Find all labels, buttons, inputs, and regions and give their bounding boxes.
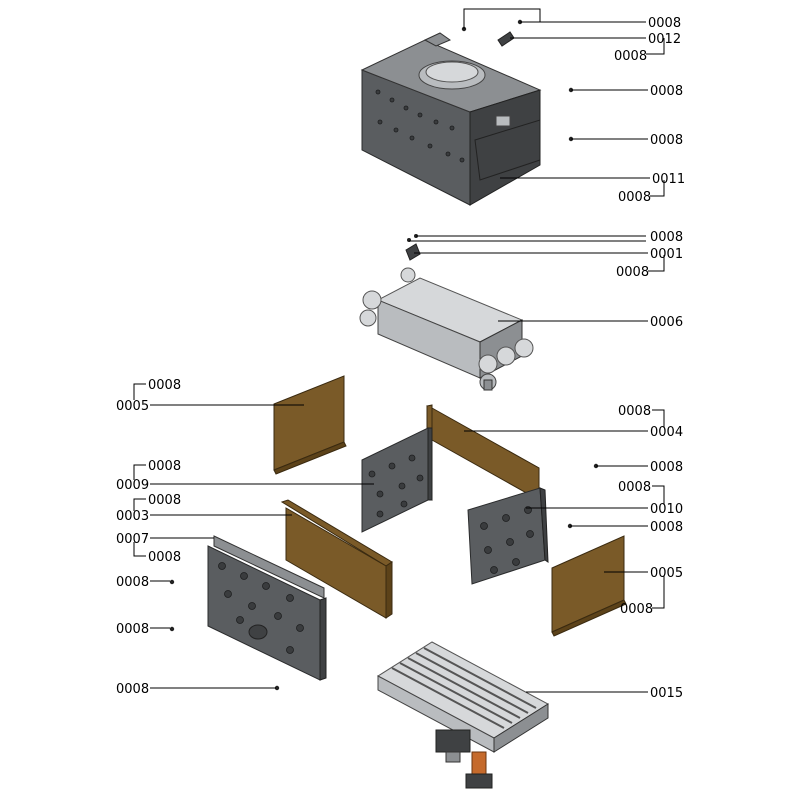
callout-label: 0008 [650, 460, 683, 475]
callout-label: 0008 [116, 622, 149, 637]
callout-label: 0011 [652, 172, 685, 187]
callout-labels: 0008 0012 0008 0008 0008 0011 0008 0008 … [116, 16, 685, 701]
callout-label: 0008 [648, 16, 681, 31]
callout-label: 0005 [116, 399, 149, 414]
callout-label: 0005 [650, 566, 683, 581]
callout-label: 0008 [614, 49, 647, 64]
callout-label: 0010 [650, 502, 683, 517]
callout-label: 0008 [618, 480, 651, 495]
callout-label: 0008 [620, 602, 653, 617]
callout-label: 0008 [616, 265, 649, 280]
side-plate-right [467, 487, 549, 585]
callout-label: 0008 [618, 404, 651, 419]
burner-part [377, 641, 549, 789]
callout-label: 0008 [650, 230, 683, 245]
callout-label: 0015 [650, 686, 683, 701]
callout-label: 0012 [648, 32, 681, 47]
callout-label: 0007 [116, 532, 149, 547]
leader-lines [133, 8, 665, 693]
insulation-panel-front [280, 499, 393, 619]
insulation-panel-right [551, 535, 627, 637]
callout-label: 0004 [650, 425, 683, 440]
callout-label: 0008 [650, 520, 683, 535]
heat-exchanger-part [359, 267, 534, 391]
fan-hood-part [360, 32, 542, 206]
callout-label: 0008 [116, 682, 149, 697]
insulation-panel-left [273, 375, 347, 475]
callout-label: 0008 [148, 493, 181, 508]
callout-label: 0006 [650, 315, 683, 330]
callout-label: 0008 [148, 378, 181, 393]
callout-label: 0009 [116, 478, 149, 493]
burner-ribs [391, 647, 537, 729]
side-plate-middle [361, 427, 433, 533]
front-plate-part [207, 535, 327, 681]
callout-label: 0008 [650, 133, 683, 148]
callout-label: 0008 [650, 84, 683, 99]
callout-label: 0008 [148, 550, 181, 565]
hood-holes [375, 89, 465, 163]
callout-label: 0001 [650, 247, 683, 262]
callout-label: 0008 [148, 459, 181, 474]
callout-label: 0008 [116, 575, 149, 590]
callout-label: 0003 [116, 509, 149, 524]
callout-label: 0008 [618, 190, 651, 205]
insulation-panel-rear [426, 404, 540, 501]
